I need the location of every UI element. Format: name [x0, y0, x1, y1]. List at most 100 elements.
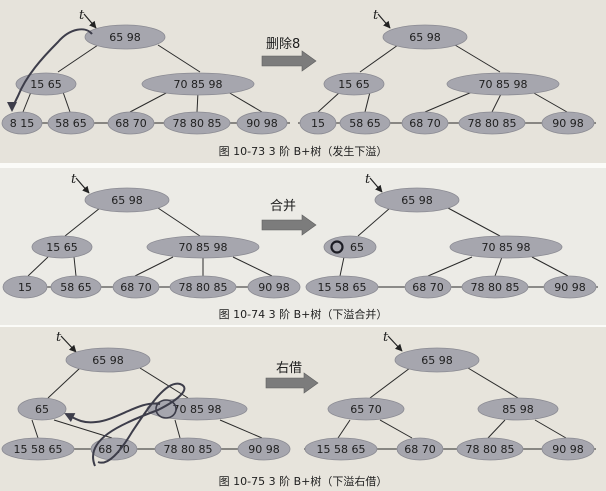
leaf-node: [461, 275, 529, 299]
root-pointer-arrow: [83, 13, 97, 29]
leaf-keys: 90 98: [554, 281, 586, 294]
leaf-keys: 78 80 85: [466, 443, 515, 456]
root-pointer-label: t: [56, 330, 62, 345]
leaf-node: [543, 275, 597, 299]
internal-keys: 15 65: [30, 78, 62, 91]
root-pointer-arrow: [75, 177, 90, 194]
internal-node: [477, 397, 559, 421]
tree-edge: [369, 367, 411, 399]
leaf-keys: 15: [311, 117, 325, 130]
internal-keys: 70 85 98: [482, 241, 531, 254]
band-divider: [0, 325, 606, 327]
root-pointer-arrow: [60, 335, 77, 353]
leaf-keys: 78 80 85: [164, 443, 213, 456]
leaf-node: [1, 111, 43, 135]
internal-keys: 15 65: [338, 78, 370, 91]
handdrawn-path-arrow: [7, 28, 93, 112]
leaf-keys: 68 70: [98, 443, 130, 456]
operation-arrow: 右借: [265, 361, 319, 394]
root-keys: 65 98: [111, 194, 143, 207]
tree-edge: [27, 256, 49, 277]
leaf-keys: 90 98: [552, 117, 584, 130]
operation-arrow: 合并: [261, 199, 317, 236]
root-keys: 65 98: [92, 354, 124, 367]
operation-label: 合并: [270, 199, 296, 214]
leaf-node: [404, 275, 452, 299]
figure-10-75: t 65 98 65 70 85 98 15 58 65 68 70: [1, 330, 596, 488]
internal-node: [446, 72, 560, 96]
leaf-node: [247, 275, 301, 299]
leaf-keys: 15 58 65: [317, 443, 366, 456]
tree-edge: [427, 256, 473, 277]
tree-after: t 65 98 65 70 85 98 15 58 65: [305, 172, 598, 299]
internal-node: [17, 397, 67, 421]
tree-edge: [531, 91, 568, 113]
tree-edge: [467, 367, 519, 399]
tree-edge: [232, 256, 273, 277]
root-pointer-arrow: [377, 13, 391, 29]
internal-keys: 15 65: [46, 241, 78, 254]
leaf-keys: 15 58 65: [14, 443, 63, 456]
root-node: [84, 187, 170, 213]
tree-edge: [62, 91, 71, 113]
leaf-node: [456, 437, 524, 461]
leaf-keys: 68 70: [409, 117, 441, 130]
tree-edge: [31, 419, 39, 439]
leaf-node: [154, 437, 222, 461]
tree-edge: [64, 207, 101, 237]
leaf-node: [396, 437, 444, 461]
leaf-keys: 90 98: [552, 443, 584, 456]
internal-node: [449, 235, 563, 259]
leaf-keys: 90 98: [248, 443, 280, 456]
root-node: [394, 347, 480, 373]
figure-caption: 图 10-73 3 阶 B+树（发生下溢）: [219, 144, 388, 158]
tree-before: t 65 98 15 65 70 85 98 8 15: [1, 8, 290, 135]
root-node: [374, 187, 460, 213]
leaf-node: [401, 111, 449, 135]
leaf-keys: 68 70: [120, 281, 152, 294]
leaf-keys: 78 80 85: [179, 281, 228, 294]
internal-node: [31, 235, 93, 259]
right-arrow-icon: [261, 214, 317, 236]
tree-before: t 65 98 65 70 85 98 15 58 65 68 70: [1, 330, 291, 467]
leaf-keys: 68 70: [115, 117, 147, 130]
empty-slot-marker-icon: [330, 240, 344, 254]
tree-edge: [364, 91, 371, 113]
tree-edge: [53, 419, 113, 439]
leaf-keys: 78 80 85: [468, 117, 517, 130]
leaf-keys: 58 65: [349, 117, 381, 130]
operation-label: 删除8: [266, 37, 300, 52]
leaf-keys: 90 98: [246, 117, 278, 130]
tree-edge: [57, 44, 99, 73]
tree-edge: [359, 44, 399, 73]
internal-keys: 70 85 98: [479, 78, 528, 91]
leaf-node: [1, 437, 75, 461]
leaf-keys: 68 70: [412, 281, 444, 294]
tree-edge: [317, 91, 341, 113]
tree-edge: [337, 419, 351, 439]
leaf-keys: 15 58 65: [318, 281, 367, 294]
tree-edge: [424, 91, 473, 113]
leaf-node: [236, 111, 288, 135]
leaf-node: [107, 111, 155, 135]
tree-edge: [139, 367, 189, 399]
root-keys: 65 98: [421, 354, 453, 367]
internal-node: [323, 72, 385, 96]
leaf-keys: 90 98: [258, 281, 290, 294]
internal-node: [146, 235, 260, 259]
tree-edge: [357, 207, 391, 237]
leaf-node: [2, 275, 48, 299]
root-pointer-label: t: [373, 8, 379, 23]
root-keys: 65 98: [401, 194, 433, 207]
tree-edge: [129, 91, 169, 113]
leaf-keys: 78 80 85: [471, 281, 520, 294]
tree-edge: [219, 419, 263, 439]
tree-edge: [157, 207, 201, 237]
internal-node: [327, 397, 405, 421]
tree-edge: [379, 419, 413, 439]
root-node: [84, 24, 166, 50]
tree-edge: [134, 256, 174, 277]
tree-edge: [447, 207, 501, 237]
